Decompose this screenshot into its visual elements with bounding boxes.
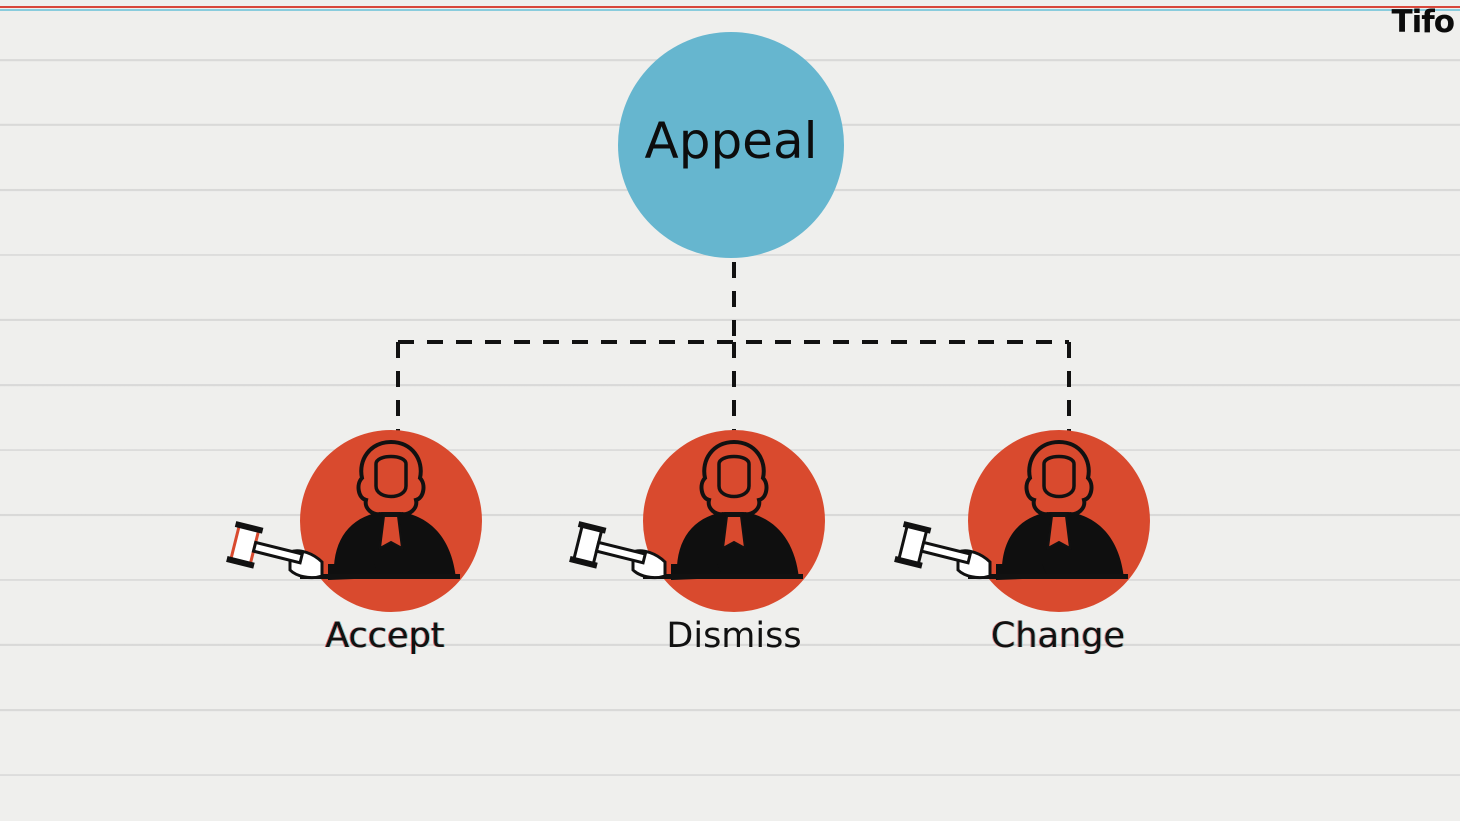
- outcome-node-accept: Accept: [210, 420, 500, 656]
- top-border-blue: [0, 9, 1460, 11]
- outcome-label-dismiss: Dismiss: [666, 616, 802, 656]
- outcome-node-dismiss: Dismiss: [553, 420, 843, 656]
- judge-with-gavel-icon: [894, 430, 1150, 612]
- outcome-label-change: Change: [990, 616, 1125, 656]
- judge-with-gavel-icon: [569, 430, 825, 612]
- appeal-label: Appeal: [644, 112, 818, 170]
- appeal-node: Appeal: [618, 32, 844, 258]
- judge-with-gavel-icon: [226, 430, 482, 612]
- outcome-label-accept: Accept: [325, 616, 445, 656]
- outcome-node-change: Change: [878, 420, 1168, 656]
- tifo-logo: Tifo: [1391, 4, 1455, 40]
- top-border-red: [0, 6, 1460, 8]
